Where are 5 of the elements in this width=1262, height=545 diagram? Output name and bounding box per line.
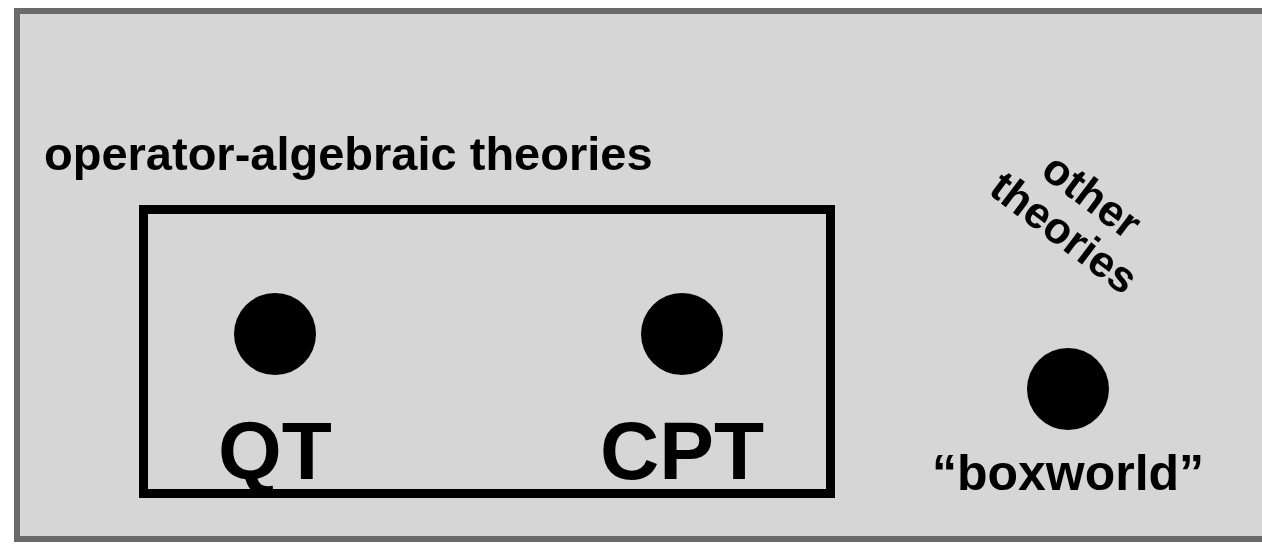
point-label: “boxworld” — [931, 448, 1205, 498]
point-label: CPT — [600, 410, 764, 492]
point-label: QT — [218, 410, 332, 492]
frame-rectangle — [139, 205, 835, 498]
panel-background — [14, 8, 1262, 542]
